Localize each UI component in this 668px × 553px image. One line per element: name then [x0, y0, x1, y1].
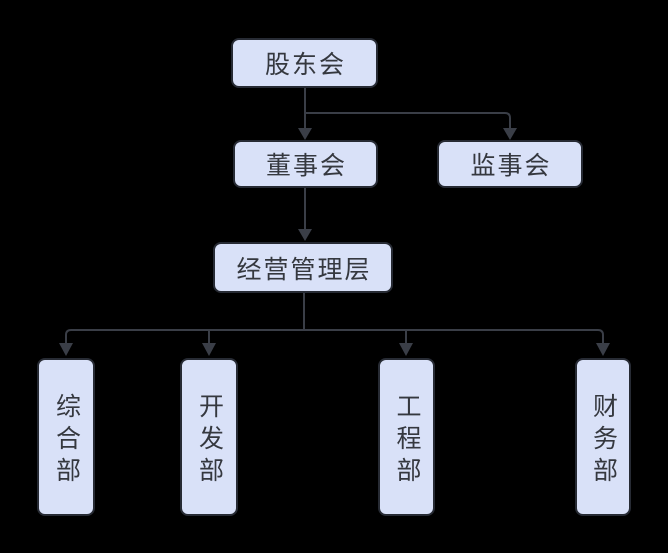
node-management-level[interactable]: 经营管理层	[213, 242, 393, 293]
node-board-of-directors[interactable]: 董事会	[233, 140, 378, 188]
node-finance-department-label: 财务部	[589, 392, 618, 489]
node-board-of-directors-label: 董事会	[265, 152, 347, 180]
edge-management-children-bus	[65, 329, 604, 343]
arrowhead-engineering	[399, 343, 413, 356]
arrowhead-board	[298, 128, 312, 140]
edge-shareholders-supervisory	[305, 112, 511, 128]
arrowhead-development	[202, 343, 216, 356]
node-management-level-label: 经营管理层	[236, 255, 372, 284]
node-development-department[interactable]: 开发部	[180, 358, 238, 516]
node-supervisory-board[interactable]: 监事会	[437, 140, 583, 188]
connector-lines	[65, 88, 604, 343]
node-supervisory-board-label: 监事会	[470, 152, 552, 180]
arrowhead-general	[59, 343, 73, 356]
node-shareholders-meeting-label: 股东会	[264, 51, 346, 79]
node-shareholders-meeting[interactable]: 股东会	[231, 38, 378, 88]
arrowhead-supervisory	[503, 128, 517, 140]
node-development-department-label: 开发部	[195, 392, 224, 489]
node-engineering-department[interactable]: 工程部	[378, 358, 435, 516]
node-finance-department[interactable]: 财务部	[575, 358, 631, 516]
node-engineering-department-label: 工程部	[393, 392, 421, 489]
connector-arrowheads	[59, 128, 610, 356]
node-general-department[interactable]: 综合部	[37, 358, 95, 516]
arrowhead-finance	[596, 343, 610, 356]
node-general-department-label: 综合部	[52, 392, 81, 489]
arrowhead-management	[298, 229, 312, 241]
